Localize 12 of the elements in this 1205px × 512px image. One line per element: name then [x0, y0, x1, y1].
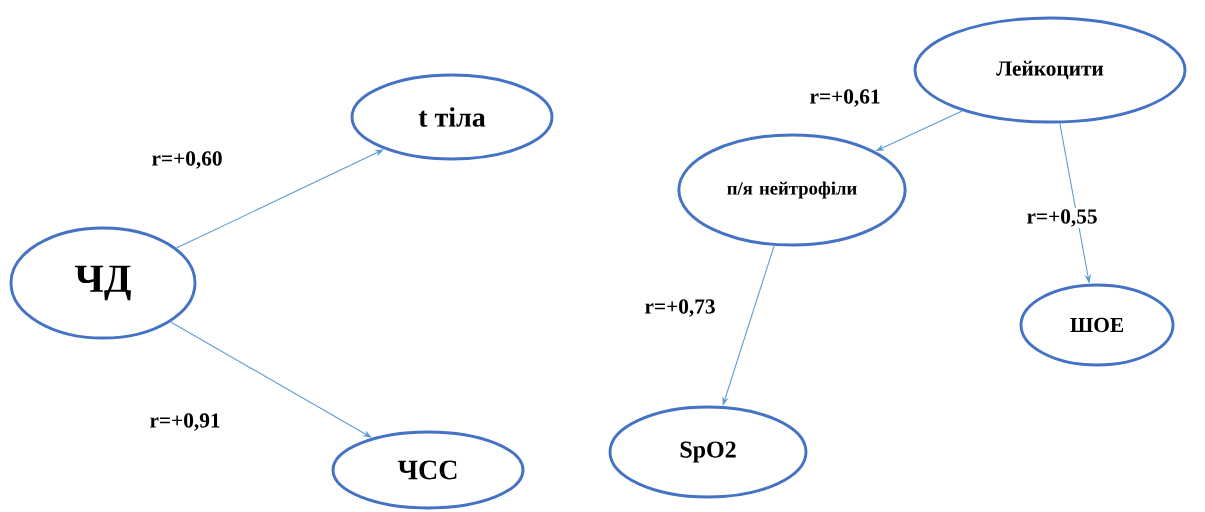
edge-label: r=+0,73	[643, 297, 717, 319]
edge-label: r=+0,61	[808, 87, 882, 109]
ellipse-node: ЧСС	[331, 430, 525, 510]
edge-label: r=+0,60	[150, 149, 224, 171]
ellipse-node: Лейкоцити	[913, 16, 1187, 124]
edge-label: r=+0,91	[148, 411, 222, 433]
ellipse-node: t тіла	[350, 73, 554, 161]
edge-label: r=+0,55	[1025, 207, 1099, 229]
ellipse-node: ШОЕ	[1019, 283, 1175, 367]
ellipse-node: SpO2	[608, 405, 808, 499]
ellipse-node: п/я нейтрофіли	[677, 133, 907, 247]
ellipse-node: ЧД	[9, 226, 197, 340]
